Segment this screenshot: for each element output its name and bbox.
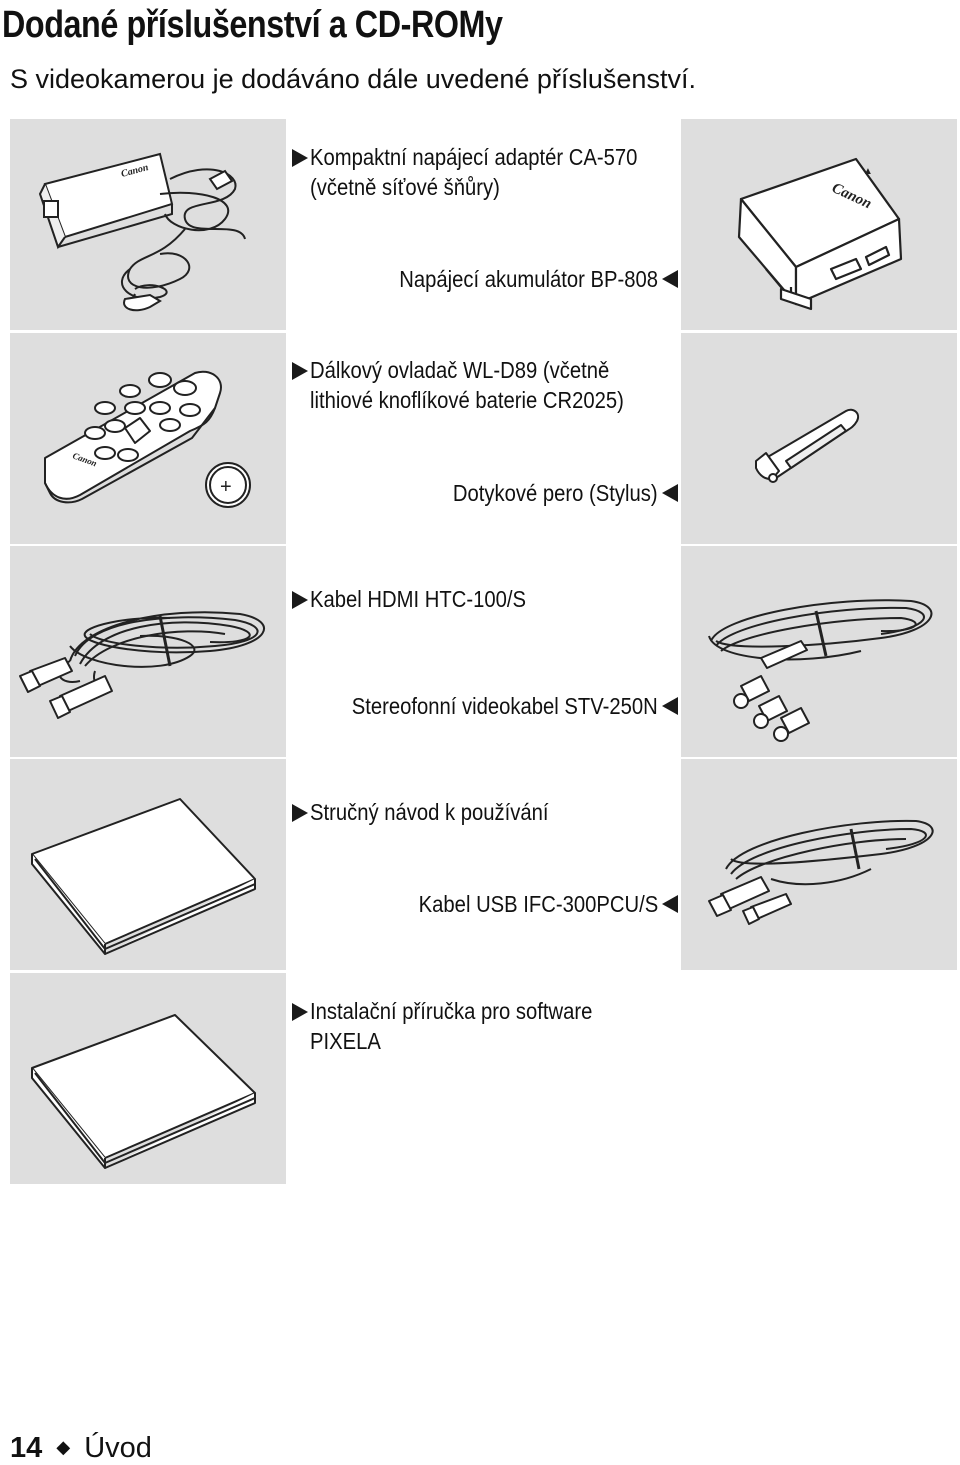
section-name: Úvod <box>84 1432 152 1464</box>
usb-cable-icon <box>708 819 934 925</box>
stylus-panel <box>681 333 957 544</box>
item-label-usb-cable: Kabel USB IFC-300PCU/S <box>418 891 658 917</box>
item-label-stylus: Dotykové pero (Stylus) <box>453 480 658 506</box>
stylus-icon <box>755 408 859 483</box>
usb-cable-panel <box>681 759 957 970</box>
diamond-separator-icon: ◆ <box>56 1437 71 1457</box>
page-footer: 14 ◆ Úvod <box>10 1432 152 1465</box>
stereo-video-cable-panel <box>681 546 957 757</box>
software-guide-booklet-panel <box>10 973 286 1184</box>
remote-control-panel: + Canon <box>10 333 286 544</box>
stereo-video-cable-icon <box>708 599 933 742</box>
hdmi-cable-icon <box>19 611 265 719</box>
hdmi-cable-panel <box>10 546 286 757</box>
svg-text:▲: ▲ <box>863 166 873 177</box>
svg-text:+: + <box>220 476 232 498</box>
remote-control-icon: + Canon <box>44 370 251 508</box>
manual-booklet-icon <box>31 798 256 955</box>
manual-booklet-panel <box>10 759 286 970</box>
pointer-right-icon <box>292 591 308 609</box>
battery-pack-panel: Canon ▲ <box>681 119 957 330</box>
item-label-stereo-cable: Stereofonní videokabel STV-250N <box>351 693 658 719</box>
page-number: 14 <box>10 1432 43 1464</box>
pointer-right-icon <box>292 804 308 822</box>
power-adapter-icon: Canon <box>38 152 246 312</box>
pointer-left-icon <box>662 697 678 715</box>
page-title: Dodané příslušenství a CD-ROMy <box>2 4 503 46</box>
software-guide-booklet-icon <box>31 1014 256 1169</box>
power-adapter-panel: Canon <box>10 119 286 330</box>
pointer-left-icon <box>662 484 678 502</box>
item-label-hdmi-cable: Kabel HDMI HTC-100/S <box>310 586 526 612</box>
pointer-left-icon <box>662 270 678 288</box>
pointer-right-icon <box>292 1003 308 1021</box>
item-label-battery: Napájecí akumulátor BP-808 <box>399 266 658 292</box>
item-label-software-guide: Instalační příručka pro software PIXELA <box>310 998 593 1054</box>
pointer-right-icon <box>292 362 308 380</box>
pointer-right-icon <box>292 149 308 167</box>
item-label-remote-control: Dálkový ovladač WL-D89 (včetně lithiové … <box>310 357 624 413</box>
item-label-power-adapter: Kompaktní napájecí adaptér CA-570 (včetn… <box>310 144 638 200</box>
page-subtitle: S videokamerou je dodáváno dále uvedené … <box>10 64 696 94</box>
battery-pack-icon: Canon ▲ <box>737 157 903 311</box>
pointer-left-icon <box>662 895 678 913</box>
item-label-quick-guide: Stručný návod k používání <box>310 799 549 825</box>
